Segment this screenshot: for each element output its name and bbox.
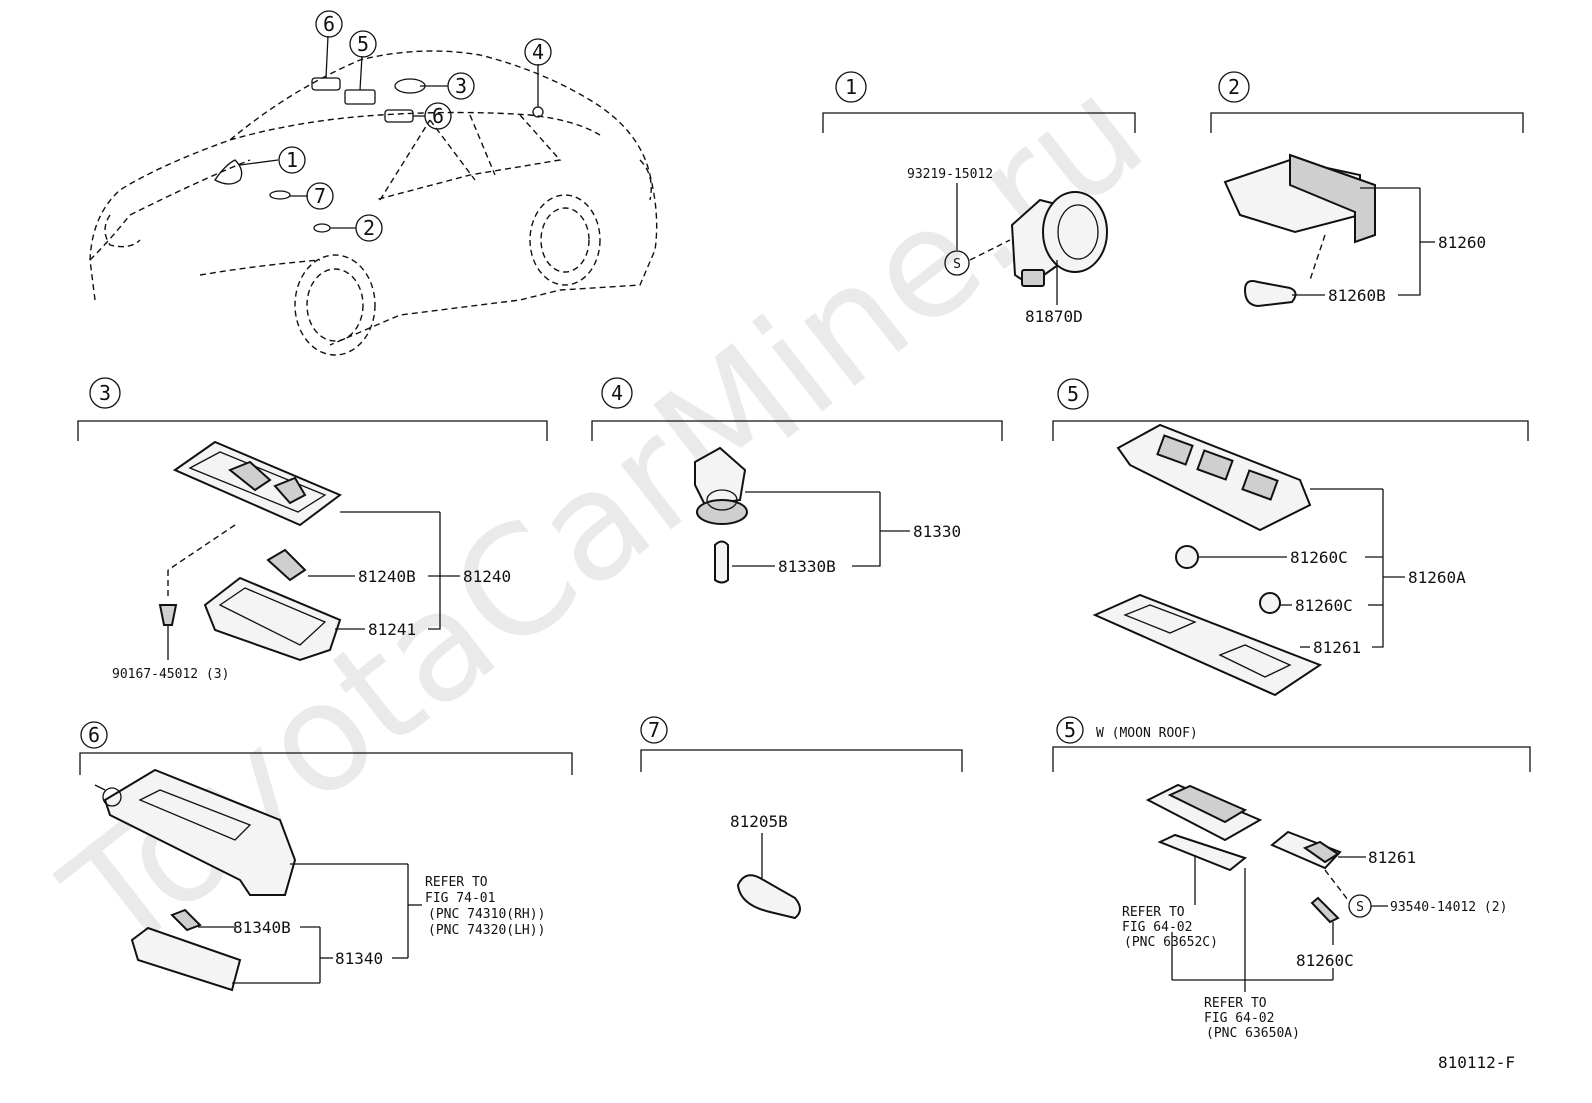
section-5-number: 5 — [1067, 382, 1079, 406]
screw-symbol-s1: S — [953, 257, 961, 272]
section-7: 7 81205B — [640, 716, 963, 920]
figure-code: 810112-F — [1438, 1053, 1515, 1072]
part-81240B: 81240B — [358, 567, 416, 586]
section-2: 2 81260 81260B — [1210, 71, 1524, 308]
part-81260A: 81260A — [1408, 568, 1466, 587]
section-1: 1 93219-15012 S 81870D — [822, 71, 1136, 326]
part-81340: 81340 — [335, 949, 383, 968]
svg-text:7: 7 — [314, 184, 326, 208]
svg-text:6: 6 — [432, 104, 444, 128]
svg-text:3: 3 — [455, 74, 467, 98]
part-93540-14012: 93540-14012 (2) — [1390, 900, 1507, 915]
part-81330: 81330 — [913, 522, 961, 541]
part-90167-45012: 90167-45012 (3) — [112, 667, 229, 682]
part-81260: 81260 — [1438, 233, 1486, 252]
section-4: 4 81330 81330B — [591, 377, 1003, 584]
ref-s5w-1-line1: REFER TO — [1122, 905, 1185, 920]
ref-s5w-1-line2: FIG 64-02 — [1122, 920, 1192, 935]
section-7-number: 7 — [648, 718, 660, 742]
part-81241: 81241 — [368, 620, 416, 639]
svg-text:2: 2 — [363, 216, 375, 240]
part-81260B: 81260B — [1328, 286, 1386, 305]
part-81205B: 81205B — [730, 812, 788, 831]
part-81260C-b: 81260C — [1295, 596, 1353, 615]
ref-s6-line4: (PNC 74320(LH)) — [428, 923, 545, 938]
part-81240: 81240 — [463, 567, 511, 586]
car-callout-3: 3 — [447, 72, 475, 100]
part-81260C-moonroof: 81260C — [1296, 951, 1354, 970]
section-5w: 5 W (MOON ROOF) S 81261 93540-14012 (2) … — [1052, 716, 1531, 1041]
car-callout-5: 5 — [349, 30, 377, 58]
car-callout-6b: 6 — [424, 102, 452, 130]
part-81260C-a: 81260C — [1290, 548, 1348, 567]
car-callout-7: 7 — [306, 182, 334, 210]
ref-s6-line3: (PNC 74310(RH)) — [428, 907, 545, 922]
section-6: 6 81340B 81340 REFER TO FIG 74-01 (PNC 7… — [79, 721, 573, 992]
part-93219-15012: 93219-15012 — [907, 167, 993, 182]
ref-s5w-1-line3: (PNC 63652C) — [1124, 935, 1218, 950]
ref-s6-line2: FIG 74-01 — [425, 891, 495, 906]
section-4-number: 4 — [611, 381, 623, 405]
svg-text:6: 6 — [323, 12, 335, 36]
car-overview — [89, 35, 658, 356]
section-5w-number: 5 — [1064, 718, 1076, 742]
ref-s6-line1: REFER TO — [425, 875, 488, 890]
section-2-number: 2 — [1228, 75, 1240, 99]
car-callout-2: 2 — [355, 214, 383, 242]
svg-text:5: 5 — [357, 32, 369, 56]
part-81261: 81261 — [1313, 638, 1361, 657]
ref-s5w-2-line1: REFER TO — [1204, 996, 1267, 1011]
screw-symbol-s5w: S — [1356, 900, 1364, 915]
section-1-number: 1 — [845, 75, 857, 99]
car-callout-6a: 6 — [315, 10, 343, 38]
part-81330B: 81330B — [778, 557, 836, 576]
ref-s5w-2-line2: FIG 64-02 — [1204, 1011, 1274, 1026]
section-3: 3 90167-45012 (3) 81240B 81240 81241 — [77, 377, 548, 682]
section-5w-suffix: W (MOON ROOF) — [1096, 726, 1198, 741]
svg-text:1: 1 — [286, 148, 298, 172]
part-81261-moonroof: 81261 — [1368, 848, 1416, 867]
section-3-number: 3 — [99, 381, 111, 405]
section-6-number: 6 — [88, 723, 100, 747]
section-5: 5 81260C 81260C 81261 81260A — [1052, 378, 1529, 697]
section-1-badge — [835, 71, 867, 103]
ref-s5w-2-line3: (PNC 63650A) — [1206, 1026, 1300, 1041]
part-81870D: 81870D — [1025, 307, 1083, 326]
car-callout-4: 4 — [524, 38, 552, 66]
part-81340B: 81340B — [233, 918, 291, 937]
car-callout-1: 1 — [278, 146, 306, 174]
svg-text:4: 4 — [532, 40, 544, 64]
